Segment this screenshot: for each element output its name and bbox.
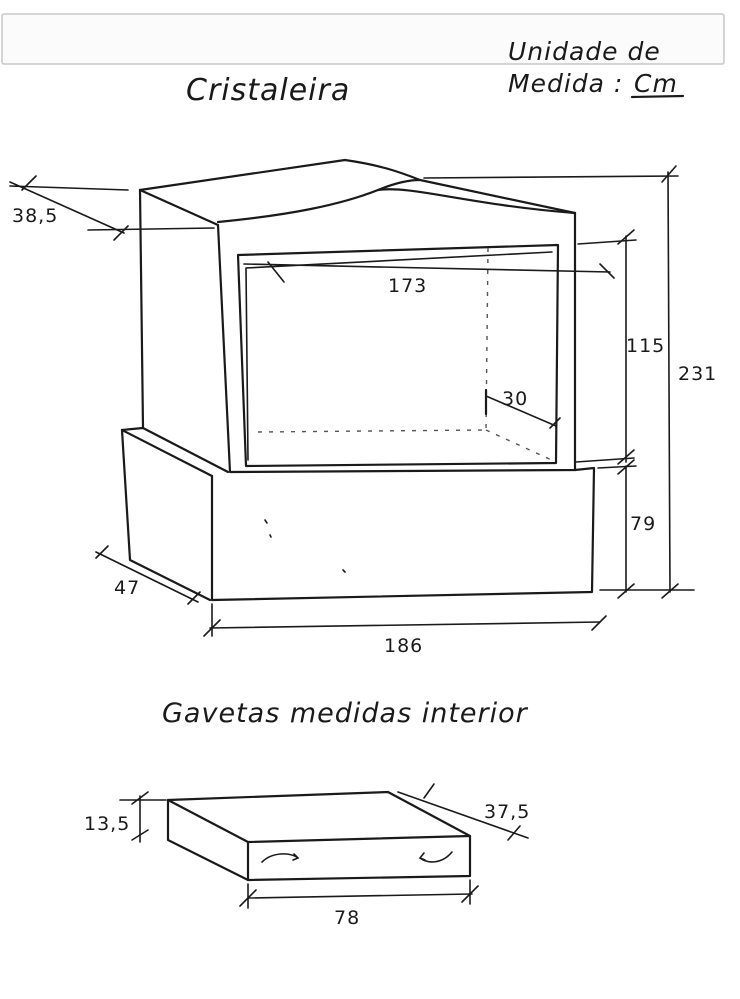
cabinet-interior-back-vertical bbox=[485, 247, 489, 431]
cabinet-interior-floor bbox=[257, 429, 487, 433]
dim-label-base-depth: 47 bbox=[114, 577, 140, 599]
dim-line-total-width bbox=[209, 621, 601, 629]
dim-label-upper-height: 115 bbox=[626, 335, 665, 357]
dim-tick-drawer-width-a bbox=[239, 889, 257, 907]
drawer-dimensions: 13,5 37,5 78 bbox=[84, 783, 530, 929]
dim-tick-total-width-a bbox=[203, 619, 221, 637]
drawer-handle-left-icon bbox=[261, 853, 300, 863]
dim-label-drawer-height: 13,5 bbox=[84, 813, 130, 835]
dim-label-inner-depth: 30 bbox=[502, 388, 528, 410]
unit-underline bbox=[630, 94, 685, 99]
unit-value: Cm bbox=[634, 69, 678, 98]
dim-tick-depth-top-a bbox=[21, 175, 37, 191]
dim-label-drawer-depth: 37,5 bbox=[484, 801, 530, 823]
dim-line-drawer-width bbox=[247, 893, 473, 899]
dim-tick-drawer-height-a bbox=[131, 791, 149, 805]
drawer-drawing bbox=[166, 790, 472, 882]
dim-ext-upper-height-top bbox=[577, 239, 637, 245]
cabinet-crown-curve bbox=[216, 178, 422, 224]
dim-line-drawer-depth bbox=[397, 791, 529, 839]
dim-ext-depth-top bbox=[87, 227, 215, 231]
dim-ext-base-height-top bbox=[597, 465, 637, 469]
dim-label-total-width: 186 bbox=[384, 635, 423, 657]
cabinet-crown-front bbox=[376, 188, 577, 215]
dim-tick-upper-height-b bbox=[617, 449, 635, 465]
dim-tick-upper-height-a bbox=[617, 229, 635, 245]
unit-label-line1: Unidade de bbox=[508, 37, 661, 66]
cabinet-interior-floor-diagonal bbox=[485, 429, 557, 463]
dim-tick-total-width-b bbox=[591, 615, 607, 631]
dim-tick-total-height-a bbox=[661, 165, 677, 183]
cabinet-base-left-face bbox=[120, 428, 212, 602]
dim-ext-upper-height-bottom bbox=[575, 457, 635, 463]
cabinet-dimensions: 38,5 173 30 115 79 231 47 bbox=[9, 165, 717, 657]
cabinet-base-top bbox=[120, 426, 230, 474]
dim-tick-drawer-depth-b bbox=[507, 825, 521, 841]
header-strip bbox=[1, 13, 725, 65]
dim-tick-base-depth-b bbox=[187, 591, 201, 605]
dim-line-inner-width bbox=[243, 263, 611, 273]
dim-ext-total-height-top bbox=[423, 175, 679, 179]
dim-tick-inner-width-a bbox=[267, 261, 285, 283]
drawer-left-face bbox=[166, 798, 250, 882]
dim-tick-inner-width-b bbox=[599, 263, 615, 279]
unit-label-line2: Medida : bbox=[508, 69, 623, 98]
dim-label-depth-top: 38,5 bbox=[12, 205, 58, 227]
dim-tick-drawer-width-b bbox=[461, 885, 479, 903]
dim-tick-depth-top-b bbox=[113, 225, 129, 241]
cabinet-drawing bbox=[120, 158, 596, 602]
dim-line-inner-depth bbox=[485, 395, 557, 427]
dim-label-inner-width: 173 bbox=[388, 275, 427, 297]
dim-line-total-height bbox=[667, 171, 671, 593]
dim-line-base-depth bbox=[95, 551, 199, 603]
dim-tick-drawer-height-b bbox=[131, 829, 149, 841]
dim-tick-total-height-b bbox=[661, 583, 679, 599]
dim-ext-depth-top-2 bbox=[9, 185, 129, 191]
dim-tick-base-height-b bbox=[617, 583, 635, 599]
dim-tick-base-height-a bbox=[617, 459, 635, 475]
cabinet-title: Cristaleira bbox=[186, 73, 350, 108]
drawer-top-face bbox=[166, 790, 472, 844]
dim-tick-drawer-depth-a bbox=[423, 783, 435, 799]
cabinet-top-side-edge bbox=[138, 188, 220, 227]
drawer-front-face bbox=[246, 834, 472, 882]
dim-label-total-height: 231 bbox=[678, 363, 717, 385]
cabinet-upper-front-frame bbox=[216, 211, 577, 474]
dim-line-depth-top bbox=[9, 181, 125, 234]
cabinet-glass-frame bbox=[236, 243, 560, 468]
dim-label-drawer-width: 78 bbox=[334, 907, 360, 929]
dim-tick-base-depth-a bbox=[95, 545, 109, 559]
dim-label-base-height: 79 bbox=[630, 513, 656, 535]
cabinet-base-front-face bbox=[210, 466, 596, 602]
dim-tick-inner-depth-b bbox=[549, 417, 561, 429]
speckle-mark bbox=[264, 519, 346, 573]
drawer-handle-right-icon bbox=[418, 851, 453, 863]
drawers-title: Gavetas medidas interior bbox=[162, 698, 529, 729]
cabinet-upper-left-edge bbox=[138, 188, 145, 430]
cabinet-base-side-top bbox=[120, 428, 214, 478]
